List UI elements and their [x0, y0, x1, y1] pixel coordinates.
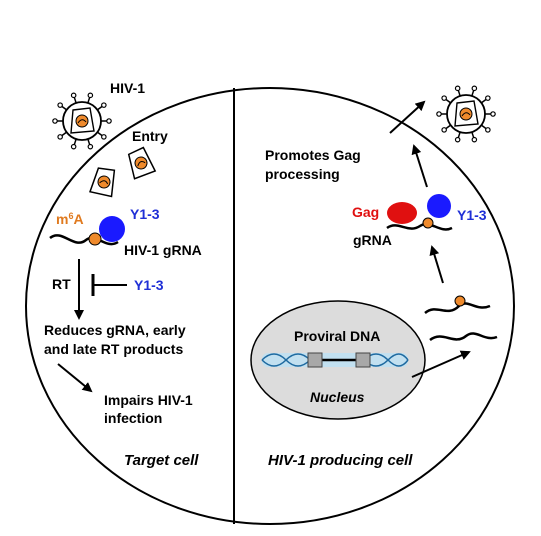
entry-label: Entry	[132, 128, 168, 144]
producer-y13-label: Y1-3	[457, 207, 487, 223]
target-cell-label: Target cell	[124, 452, 199, 469]
ltr-box-left	[307, 352, 323, 368]
hiv1-grna-label: HIV-1 gRNA	[124, 242, 202, 258]
producer-grna-label: gRNA	[353, 232, 392, 248]
m6a-modification	[88, 232, 102, 246]
producing-cell-panel: Promotes Gag processing Gag Y1-3 gRNA Pr…	[250, 85, 498, 469]
gag-protein	[387, 202, 417, 224]
effect-text-line1: Reduces gRNA, early	[44, 322, 186, 338]
proviral-dna-helix	[261, 352, 409, 368]
gag-processing-arrow	[411, 144, 428, 188]
exported-rna-m6a	[454, 295, 466, 307]
rt-label: RT	[52, 276, 71, 292]
promotes-gag-line2: processing	[265, 166, 340, 182]
target-cell-panel: HIV-1 Entry m6A Y1-3 HIV-1 gRNA RT Y1-3	[44, 80, 202, 469]
hiv-virion-icon	[436, 85, 496, 143]
ythdf-reader-protein	[99, 216, 125, 242]
hiv-virion-icon	[52, 92, 112, 150]
hiv1-grna-strand	[49, 234, 119, 246]
exported-rna-strand	[429, 332, 498, 342]
ythdf-reader-label: Y1-3	[130, 206, 160, 222]
producer-grna-strand	[386, 222, 453, 231]
nucleus-label: Nucleus	[310, 389, 365, 405]
producing-cell-label: HIV-1 producing cell	[268, 452, 413, 469]
budding-arrow	[389, 100, 426, 134]
ythdf-reader-protein-producer	[427, 194, 451, 218]
capsid-fragment-icon	[89, 167, 116, 198]
proviral-dna-label: Proviral DNA	[294, 328, 380, 344]
promotes-gag-line1: Promotes Gag	[265, 147, 361, 163]
nuclear-export-arrow	[411, 350, 471, 378]
ltr-box-right	[355, 352, 371, 368]
effect-text-line2: and late RT products	[44, 341, 183, 357]
outcome-text-line2: infection	[104, 410, 162, 426]
capsid-fragment-icon	[127, 146, 157, 180]
outcome-text-line1: Impairs HIV-1	[104, 392, 193, 408]
cell-outline	[25, 87, 515, 525]
hiv1-virus-label: HIV-1	[110, 80, 145, 96]
m6a-label: m6A	[56, 211, 84, 227]
outcome-arrow	[57, 363, 93, 393]
inhibitor-y13-label: Y1-3	[134, 277, 164, 293]
export-arrow	[429, 245, 444, 284]
gag-label: Gag	[352, 204, 379, 220]
producer-m6a-modification	[422, 217, 434, 229]
